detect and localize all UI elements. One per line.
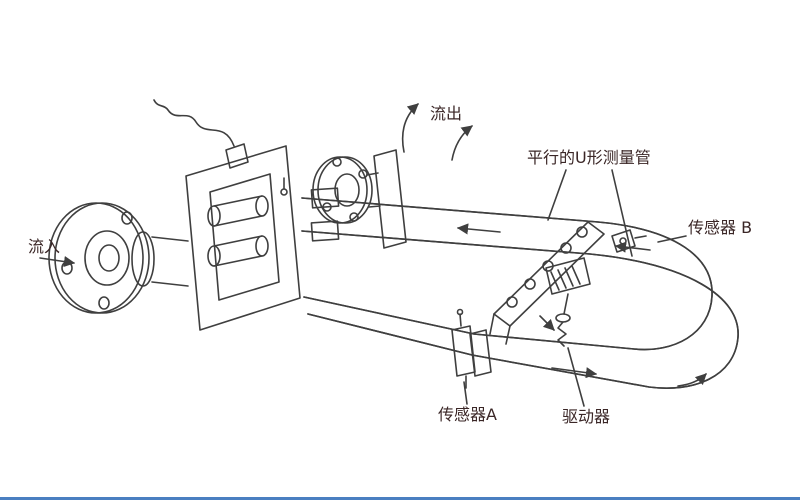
housing-plate (185, 145, 301, 331)
diagram-labels: 流入 流出 平行的U形测量管 传感器 B 传感器A 驱动器 (28, 104, 752, 426)
bottom-accent-line (0, 497, 800, 500)
inlet-pipe-bottom (151, 281, 189, 287)
boss-end (207, 245, 221, 267)
flange-outer-ring (54, 202, 150, 314)
leader-u-tube-1 (547, 169, 567, 221)
bracket-foot (505, 325, 511, 345)
bolt-hole (121, 211, 133, 225)
flow-arrow-near-bend (614, 241, 651, 253)
clamp-bolt (459, 313, 462, 327)
front-u-tube-outline (301, 230, 739, 389)
leader-sensor-a (463, 381, 468, 405)
bracket-plate (493, 221, 605, 327)
flow-out-arrow (401, 103, 419, 153)
boss-end (207, 205, 221, 227)
tube-coupling (310, 187, 340, 209)
cable (153, 99, 235, 147)
front-u-tube (301, 230, 739, 389)
flange-bore (98, 244, 120, 272)
clip-hole (619, 237, 627, 245)
bracket-hole (524, 278, 536, 290)
driver-coil-box (545, 257, 591, 295)
clamp-bolt-head (456, 308, 464, 316)
coil-hatch (571, 265, 581, 285)
driver-magnet (555, 313, 571, 323)
leader-driver (567, 347, 585, 407)
adjust-screw (280, 188, 288, 196)
tube-coupling (310, 220, 340, 242)
flange-thickness-ring (48, 202, 144, 314)
outlet-flange-bore (334, 173, 360, 207)
bracket-hole (560, 242, 572, 254)
hub-line (366, 172, 379, 176)
bolt-hole (61, 261, 73, 275)
bracket-hole (506, 296, 518, 308)
clip-body (611, 229, 636, 253)
housing-opening (209, 173, 280, 301)
flow-in-arrow (39, 255, 76, 268)
flow-arrows (39, 103, 707, 387)
boss-end (255, 235, 269, 257)
flange-inner-ring (84, 230, 130, 286)
top-fitting (225, 143, 249, 169)
boss-line (213, 255, 263, 267)
label-sensor-a: 传感器A (438, 405, 497, 424)
bracket-foot (489, 313, 495, 335)
inlet-pipe-top (151, 236, 189, 242)
leader-u-tube-2 (611, 169, 633, 257)
coil-hatch (550, 271, 560, 291)
hub-line (368, 205, 381, 208)
outlet-flange-ring (317, 156, 373, 224)
driver-spring (557, 321, 567, 347)
flow-arrow-top-leg (456, 223, 501, 235)
label-driver: 驱动器 (562, 407, 610, 426)
rear-u-tube-outline (301, 197, 713, 351)
flange-hub (131, 231, 155, 287)
bolt-hole (358, 169, 368, 179)
coil-hatch (557, 269, 567, 289)
bolt-hole (332, 157, 342, 167)
boss-line (213, 195, 263, 207)
bracket-hole (576, 226, 588, 238)
label-leaders (463, 169, 687, 407)
line-art (39, 99, 739, 407)
u-shaped-tubes (301, 187, 739, 389)
label-sensor-b: 传感器 B (688, 218, 752, 237)
coil-hatch (564, 267, 574, 287)
flow-arrow-driver (539, 315, 555, 331)
rear-u-tube (301, 197, 713, 351)
inlet-flange (48, 202, 189, 314)
boss-line (213, 215, 263, 227)
flow-out-arrow-2 (451, 125, 473, 161)
clamp-rear (469, 329, 492, 377)
label-flow-in: 流入 (28, 237, 60, 256)
clip-tab (634, 235, 647, 239)
flow-arrow-bend-bottom (677, 373, 707, 387)
driver-assembly (545, 257, 591, 347)
support-bracket (489, 221, 605, 345)
label-flow-out: 流出 (430, 104, 462, 123)
bolt-hole (349, 212, 359, 222)
boss-end (255, 195, 269, 217)
meter-housing (153, 99, 301, 331)
bolt-hole (98, 296, 110, 310)
sensor-a-clamp (451, 308, 492, 389)
support-plate (373, 149, 407, 249)
leader-sensor-b (657, 235, 687, 243)
driver-stem (563, 293, 569, 315)
label-parallel-u-tubes: 平行的U形测量管 (527, 148, 651, 167)
boss-line (213, 235, 263, 247)
